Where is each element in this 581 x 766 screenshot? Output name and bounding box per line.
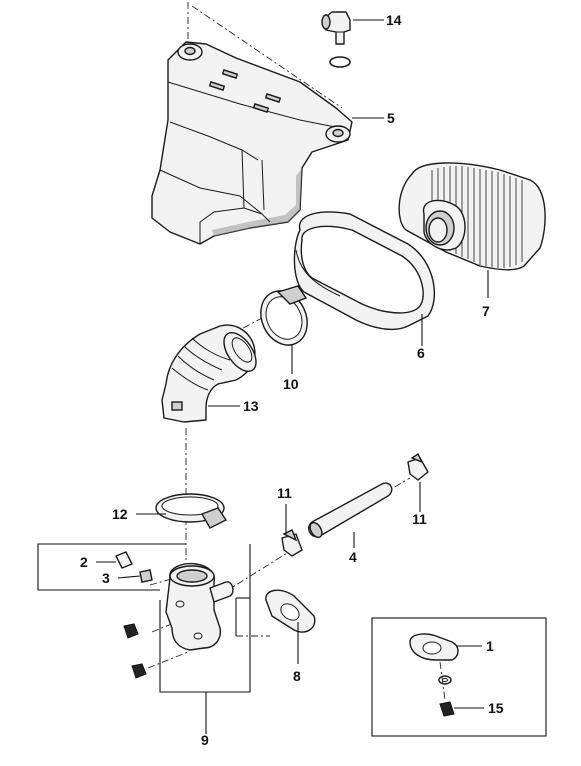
small-clamp-upper	[407, 452, 429, 481]
callout-11-left: 11	[277, 485, 292, 501]
hose-clamp-large	[260, 285, 308, 346]
rubber-elbow-boot	[161, 324, 257, 423]
air-box-cover	[151, 41, 353, 245]
callout-2: 2	[80, 554, 88, 570]
inset-box	[371, 617, 547, 737]
clip	[139, 569, 153, 583]
nut-upper	[123, 623, 139, 639]
callout-6: 6	[417, 345, 425, 361]
callout-12: 12	[112, 506, 128, 522]
intake-duct-ring	[293, 211, 435, 331]
callout-1: 1	[486, 638, 494, 654]
leader-lines	[96, 19, 489, 734]
o-ring	[329, 56, 351, 68]
callout-9: 9	[201, 732, 209, 748]
callout-13: 13	[243, 398, 259, 414]
breather-pipe	[308, 482, 393, 539]
breather-fitting	[321, 11, 351, 45]
flange-gasket	[265, 589, 316, 633]
small-clamp-lower	[281, 529, 303, 557]
callout-14: 14	[386, 12, 402, 28]
callout-11-right: 11	[412, 511, 427, 527]
air-filter-element	[398, 162, 546, 271]
nut-lower	[131, 663, 147, 679]
callout-10: 10	[283, 376, 299, 392]
callout-7: 7	[482, 303, 490, 319]
callout-5: 5	[387, 110, 395, 126]
callout-15: 15	[488, 700, 504, 716]
callout-8: 8	[293, 668, 301, 684]
group-bracket-9	[37, 543, 251, 693]
vent-plug	[115, 551, 133, 569]
hose-clamp-lower	[155, 493, 228, 529]
intake-body	[165, 562, 234, 651]
callout-3: 3	[102, 570, 110, 586]
callout-labels: 14 5 7 6 10 13 11 11 12 4 2 3 8 9 1 15	[80, 12, 504, 748]
callout-4: 4	[349, 549, 357, 565]
